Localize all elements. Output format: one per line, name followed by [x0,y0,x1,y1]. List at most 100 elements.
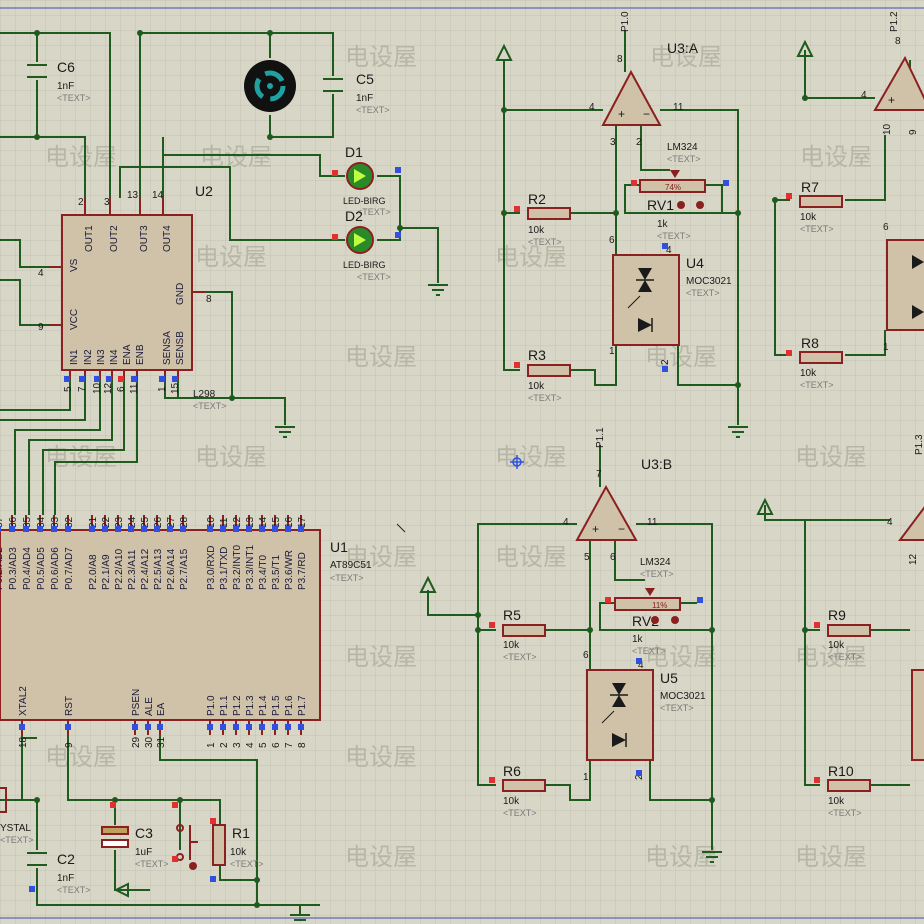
svg-text:电设屋: 电设屋 [345,644,417,671]
resistor-r8[interactable]: R8 10k <TEXT> [786,335,843,390]
svg-text:IN1: IN1 [69,349,80,365]
resistor-r1[interactable]: R1 10k <TEXT> [210,818,264,882]
svg-text:电设屋: 电设屋 [795,844,867,871]
u1-pin-label: P3.5/T1 [271,555,282,590]
u1-pin-number: 33 [50,516,61,528]
resistor-r5[interactable]: R5 10k <TEXT> [489,607,546,662]
probe-marker-icon [510,455,524,469]
svg-text:C5: C5 [356,71,374,87]
svg-text:+: + [618,107,625,121]
u1-pin-label: P3.6/WR [284,550,295,590]
svg-text:C2: C2 [57,851,75,867]
resistor-r6[interactable]: R6 10k <TEXT> [489,763,546,818]
svg-text:5: 5 [584,552,590,563]
u1-pin-marker [233,526,239,532]
u1-pin-number: 5 [258,742,269,748]
u1-pin-number: 16 [284,516,295,528]
u1-pin-marker [180,526,186,532]
capacitor-c2[interactable]: C2 1nF <TEXT> [27,851,91,895]
u1-pin-label: P0.6/AD6 [50,547,61,590]
svg-text:电设屋: 电设屋 [795,644,867,671]
svg-text:<TEXT>: <TEXT> [686,288,720,298]
u1-pin-label: ALE [144,697,155,716]
potentiometer-rv2[interactable]: 11% RV2 1k <TEXT> [605,588,703,656]
u1-pin-label: P1.1 [219,695,230,716]
svg-text:<TEXT>: <TEXT> [357,272,391,282]
svg-text:<TEXT>: <TEXT> [632,646,666,656]
svg-text:U5: U5 [660,670,678,686]
svg-text:4: 4 [589,102,595,113]
opamp-u3d-partial[interactable]: P1.3 4 12 [887,434,924,761]
u1-pin-number: 14 [258,516,269,528]
svg-text:<TEXT>: <TEXT> [330,573,364,583]
led-d2[interactable]: D2 LED-BIRG <TEXT> [332,208,401,282]
ic-u2-l298[interactable]: U2 L298 <TEXT> OUT1 OUT2 OUT3 OUT4 2 3 1… [38,183,227,411]
svg-text:1: 1 [157,386,168,392]
svg-text:P1.1: P1.1 [595,427,606,448]
svg-text:7: 7 [596,469,602,480]
opamp-u3c-partial[interactable]: + P1.2 8 4 10 9 6 1 [861,11,924,353]
svg-text:2: 2 [634,774,645,780]
svg-text:1nF: 1nF [57,81,74,92]
svg-text:4: 4 [666,245,672,256]
svg-text:U3:B: U3:B [641,456,672,472]
svg-text:<TEXT>: <TEXT> [528,237,562,247]
motor-icon[interactable] [244,60,296,112]
u1-pin-number: 23 [114,516,125,528]
svg-text:R3: R3 [528,347,546,363]
u1-pin-label: P2.0/A8 [88,554,99,590]
svg-text:电设屋: 电设屋 [645,844,717,871]
svg-text:电设屋: 电设屋 [45,744,117,771]
svg-text:8: 8 [895,36,901,47]
u1-pin-number: 29 [131,736,142,748]
ic-u1-at89c51[interactable]: U1 AT89C51 <TEXT> P0.2/AD237P0.3/AD336P0… [0,515,372,748]
resistor-r3[interactable]: R3 10k <TEXT> [514,347,571,403]
svg-text:电设屋: 电设屋 [345,544,417,571]
opamp-u3a[interactable]: + − U3:A P1.0 8 4 11 3 2 LM324 <TEXT> [589,11,701,164]
resistor-r2[interactable]: R2 10k <TEXT> [514,191,571,247]
svg-text:<TEXT>: <TEXT> [800,224,834,234]
optocoupler-u4[interactable]: U4 MOC3021 <TEXT> 6 4 1 2 [609,235,732,372]
svg-text:10k: 10k [800,368,817,379]
svg-text:OUT2: OUT2 [109,225,120,252]
svg-text:6: 6 [610,552,616,563]
u1-pin-number: 30 [144,736,155,748]
svg-text:OUT4: OUT4 [162,225,173,252]
u1-pin-number: 8 [297,742,308,748]
led-d1[interactable]: D1 LED-BIRG <TEXT> [332,144,401,217]
svg-text:6: 6 [883,222,889,233]
u1-pin-marker [115,526,121,532]
opamp-u3b[interactable]: + − U3:B P1.1 7 4 11 5 6 LM324 <TEXT> [563,427,674,579]
svg-text:<TEXT>: <TEXT> [503,808,537,818]
svg-text:OUT1: OUT1 [84,225,95,252]
svg-text:1uF: 1uF [135,847,152,858]
u1-pin-number: 7 [284,742,295,748]
u1-pin-number: 25 [140,516,151,528]
capacitor-c3[interactable]: C3 1uF <TEXT> [101,802,169,869]
svg-text:10: 10 [882,123,893,135]
u1-pin-marker [298,526,304,532]
ground-symbols [275,284,748,921]
crystal-x1[interactable]: YSTAL <TEXT> [0,787,34,845]
resistor-r7[interactable]: R7 10k <TEXT> [786,179,843,234]
potentiometer-rv1[interactable]: 74% RV1 1k <TEXT> [631,170,729,241]
svg-text:P1.2: P1.2 [889,11,900,32]
svg-text:10k: 10k [503,640,520,651]
optocoupler-u5[interactable]: U5 MOC3021 <TEXT> 6 4 1 2 [583,650,706,783]
svg-text:U4: U4 [686,255,704,271]
resistor-r10[interactable]: R10 10k <TEXT> [814,763,871,818]
resistor-r9[interactable]: R9 10k <TEXT> [814,607,871,662]
capacitor-c5[interactable]: C5 1nF <TEXT> [323,71,390,115]
u1-pin-label: RST [64,696,75,716]
u1-pin-number: 36 [8,516,19,528]
svg-text:5: 5 [63,386,74,392]
u1-pin-number: 31 [156,736,167,748]
u1-pin-marker [102,526,108,532]
svg-text:8: 8 [206,294,212,305]
reset-button[interactable] [172,802,198,870]
svg-text:R5: R5 [503,607,521,623]
capacitor-c6[interactable]: C6 1nF <TEXT> [27,59,91,103]
svg-text:U2: U2 [195,183,213,199]
